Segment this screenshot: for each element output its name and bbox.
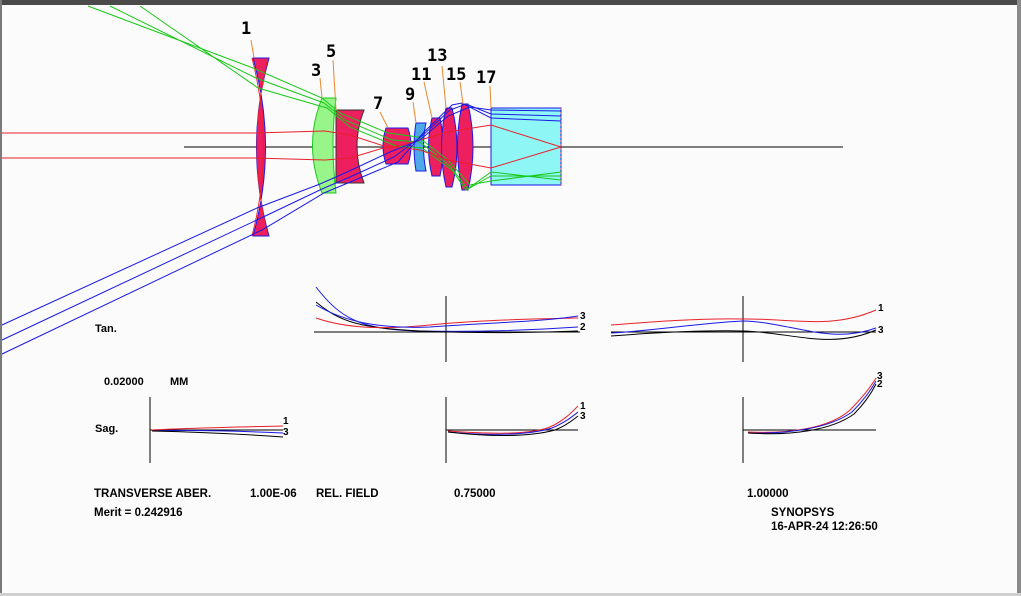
tan-axis-label: Tan. (95, 323, 117, 335)
footer-title: TRANSVERSE ABER. (94, 488, 212, 500)
surface-label-9: 9 (405, 85, 415, 105)
sag-field-000-plot: 1 3 (149, 397, 289, 463)
surface-label-3: 3 (311, 61, 321, 81)
window-top-edge (0, 0, 1021, 5)
window-bottom-edge (0, 593, 1021, 596)
footer-field-value-0: 1.00E-06 (250, 488, 297, 500)
merit-value: Merit = 0.242916 (94, 507, 183, 519)
surface-label-7: 7 (373, 94, 383, 114)
tan-075-label-bottom: 2 (580, 322, 586, 333)
lens-element-15 (457, 103, 474, 191)
tan-field-075-plot: 3 2 (314, 286, 586, 362)
tan-100-label-bottom: 3 (878, 325, 884, 336)
sag-field-075-plot: 1 3 (445, 397, 586, 463)
lens-element-3 (312, 97, 337, 194)
surface-label-13: 13 (427, 46, 447, 66)
tan-field-100-plot: 1 3 (610, 296, 884, 362)
sag-000-label-top: 1 (283, 416, 289, 427)
timestamp: 16-APR-24 12:26:50 (771, 521, 878, 533)
surface-label-11: 11 (411, 65, 431, 85)
tan-100-label-top: 1 (878, 303, 884, 314)
surface-label-15: 15 (446, 65, 466, 85)
scale-value: 0.02000 (104, 376, 144, 388)
sag-075-label-bottom: 3 (580, 411, 586, 422)
sag-100-label-top: 3 (877, 371, 883, 382)
footer-field-value-2: 1.00000 (747, 488, 789, 500)
footer-field-label: REL. FIELD (316, 488, 379, 500)
label-leaders (250, 39, 492, 129)
scale-unit: MM (170, 376, 188, 388)
sag-field-100-plot: 3 2 (742, 371, 883, 463)
green-ray-bundle (87, 5, 562, 191)
sag-100-label-bottom: 2 (877, 379, 883, 390)
lens-element-5 (335, 109, 365, 184)
surface-label-17: 17 (476, 68, 496, 88)
red-ray-bundle (2, 124, 562, 169)
surface-label-1: 1 (241, 19, 251, 39)
window-right-edge (1017, 0, 1021, 596)
lens-layout: 1 3 5 7 9 11 13 15 17 (1, 5, 843, 355)
sag-000-label-bottom: 3 (283, 427, 289, 438)
footer-field-value-1: 0.75000 (454, 488, 496, 500)
aberration-plots: 3 2 1 3 1 3 (95, 286, 884, 463)
blue-ray-bundle (1, 102, 562, 355)
program-name: SYNOPSYS (771, 507, 835, 519)
surface-label-5: 5 (326, 42, 336, 62)
window-left-edge (0, 0, 2, 596)
sag-axis-label: Sag. (95, 423, 118, 435)
sag-075-label-top: 1 (580, 401, 586, 412)
tan-075-label-top: 3 (580, 311, 586, 322)
